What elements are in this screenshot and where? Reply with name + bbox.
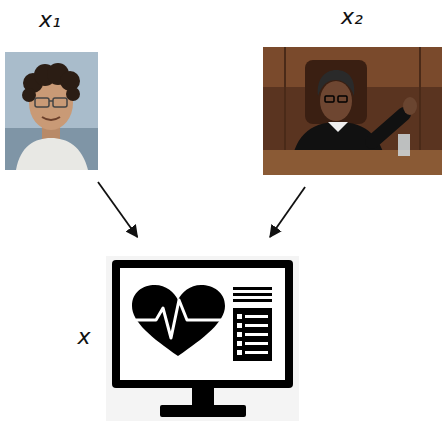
hair: [22, 88, 36, 102]
photo-node: x₁: [5, 52, 98, 170]
photo-background: [263, 47, 442, 175]
list-bullet: [237, 314, 242, 319]
monitor-stand: [192, 388, 214, 405]
list-bullet: [237, 323, 242, 328]
glasses: [53, 98, 67, 107]
glasses: [338, 96, 347, 102]
list-row: [245, 333, 268, 336]
variable-label: x₁: [39, 7, 61, 32]
list-bullet: [237, 341, 242, 346]
heart-symbol: [132, 285, 225, 356]
hand: [403, 97, 417, 115]
monitor-base: [160, 405, 246, 417]
text-bar: [233, 299, 272, 302]
judge-photo: [263, 47, 442, 175]
shirt: [16, 138, 88, 170]
ecg-line: [136, 300, 221, 338]
collar: [328, 122, 348, 132]
monitor-screen: [120, 268, 285, 380]
list-row: [245, 315, 268, 318]
person-photo: [5, 52, 98, 170]
arrow-connector: [98, 182, 137, 237]
photo-background: [5, 52, 98, 170]
list-row: [245, 342, 268, 345]
hair: [66, 87, 80, 101]
mouth: [42, 117, 60, 120]
list-bullet: [237, 332, 242, 337]
glasses: [35, 98, 49, 107]
photo-node: x₂: [263, 47, 442, 175]
glasses: [49, 100, 53, 102]
water-glass: [398, 134, 410, 156]
variable-label: x: [77, 324, 90, 349]
variable-label: x₂: [341, 4, 363, 29]
list-row: [245, 351, 268, 354]
monitor-frame: [112, 260, 293, 388]
list-panel: [233, 308, 272, 361]
text-bar: [233, 287, 272, 290]
glasses: [325, 96, 334, 102]
list-bullet: [237, 350, 242, 355]
icon-background: [106, 256, 299, 421]
hair: [318, 70, 355, 96]
bench: [263, 150, 442, 175]
list-row: [245, 324, 268, 327]
arrow-connector: [270, 187, 305, 237]
wood-panel: [284, 47, 286, 150]
monitor-node: x: [112, 260, 293, 417]
face: [320, 81, 352, 121]
wood-panel: [419, 47, 421, 150]
chair: [305, 60, 367, 124]
monitor-icon: [106, 256, 299, 421]
text-bar: [233, 293, 272, 296]
